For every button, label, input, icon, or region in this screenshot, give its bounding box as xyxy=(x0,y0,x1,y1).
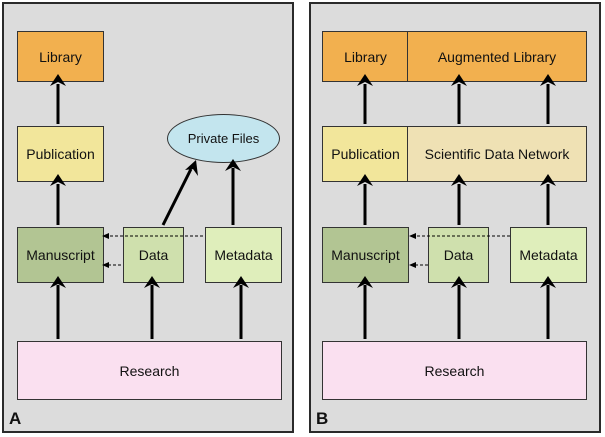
library-box: Library xyxy=(17,31,104,82)
metadata-box: Metadata xyxy=(510,227,587,283)
panel-b: Library Augmented Library Publication Sc… xyxy=(309,2,601,433)
publication-box: Publication xyxy=(322,126,409,182)
library-box: Library xyxy=(322,31,409,82)
augmented-library-box: Augmented Library xyxy=(407,31,587,82)
manuscript-box: Manuscript xyxy=(17,227,104,283)
data-box: Data xyxy=(123,227,184,283)
publication-box: Publication xyxy=(17,126,104,182)
panel-label-b: B xyxy=(316,409,329,428)
panel-label-a: A xyxy=(9,409,22,428)
manuscript-box: Manuscript xyxy=(322,227,409,283)
metadata-box: Metadata xyxy=(205,227,282,283)
data-box: Data xyxy=(428,227,489,283)
private-files-ellipse: Private Files xyxy=(167,114,280,163)
scientific-data-network-box: Scientific Data Network xyxy=(407,126,587,182)
research-box: Research xyxy=(322,341,587,400)
research-box: Research xyxy=(17,341,282,400)
panel-a: Library Publication Manuscript Data Meta… xyxy=(2,2,294,433)
